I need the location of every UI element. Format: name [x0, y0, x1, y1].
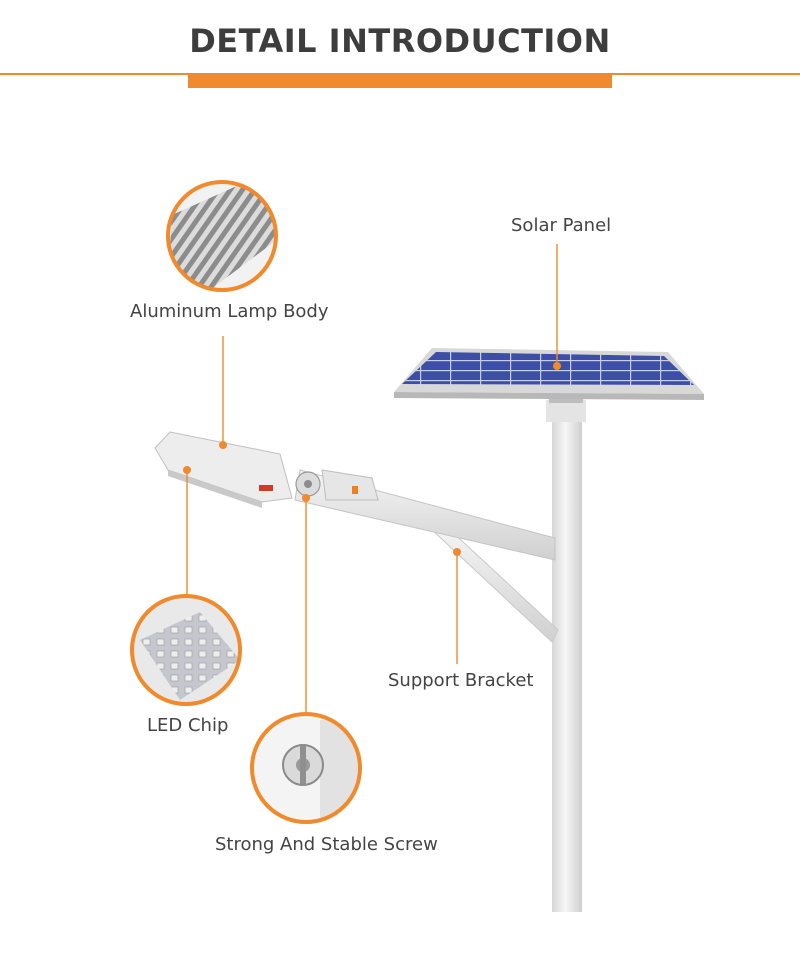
label-screw: Strong And Stable Screw: [215, 834, 438, 855]
solar-panel: [394, 348, 704, 400]
pole: [546, 395, 586, 912]
page-title: DETAIL INTRODUCTION: [189, 22, 611, 60]
callout-lines: [186, 244, 558, 716]
title-rule-thick: [188, 73, 612, 88]
led-chip-detail-image: [130, 594, 242, 706]
label-support-bracket: Support Bracket: [388, 670, 534, 691]
aluminum-body-detail-image: [166, 180, 278, 292]
label-solar-panel: Solar Panel: [511, 215, 612, 236]
callout-dots: [183, 362, 561, 556]
label-led-chip: LED Chip: [147, 715, 229, 736]
label-aluminum-lamp-body: Aluminum Lamp Body: [130, 301, 329, 322]
screw-detail-image: [250, 712, 362, 824]
lamp-head: [154, 431, 379, 508]
